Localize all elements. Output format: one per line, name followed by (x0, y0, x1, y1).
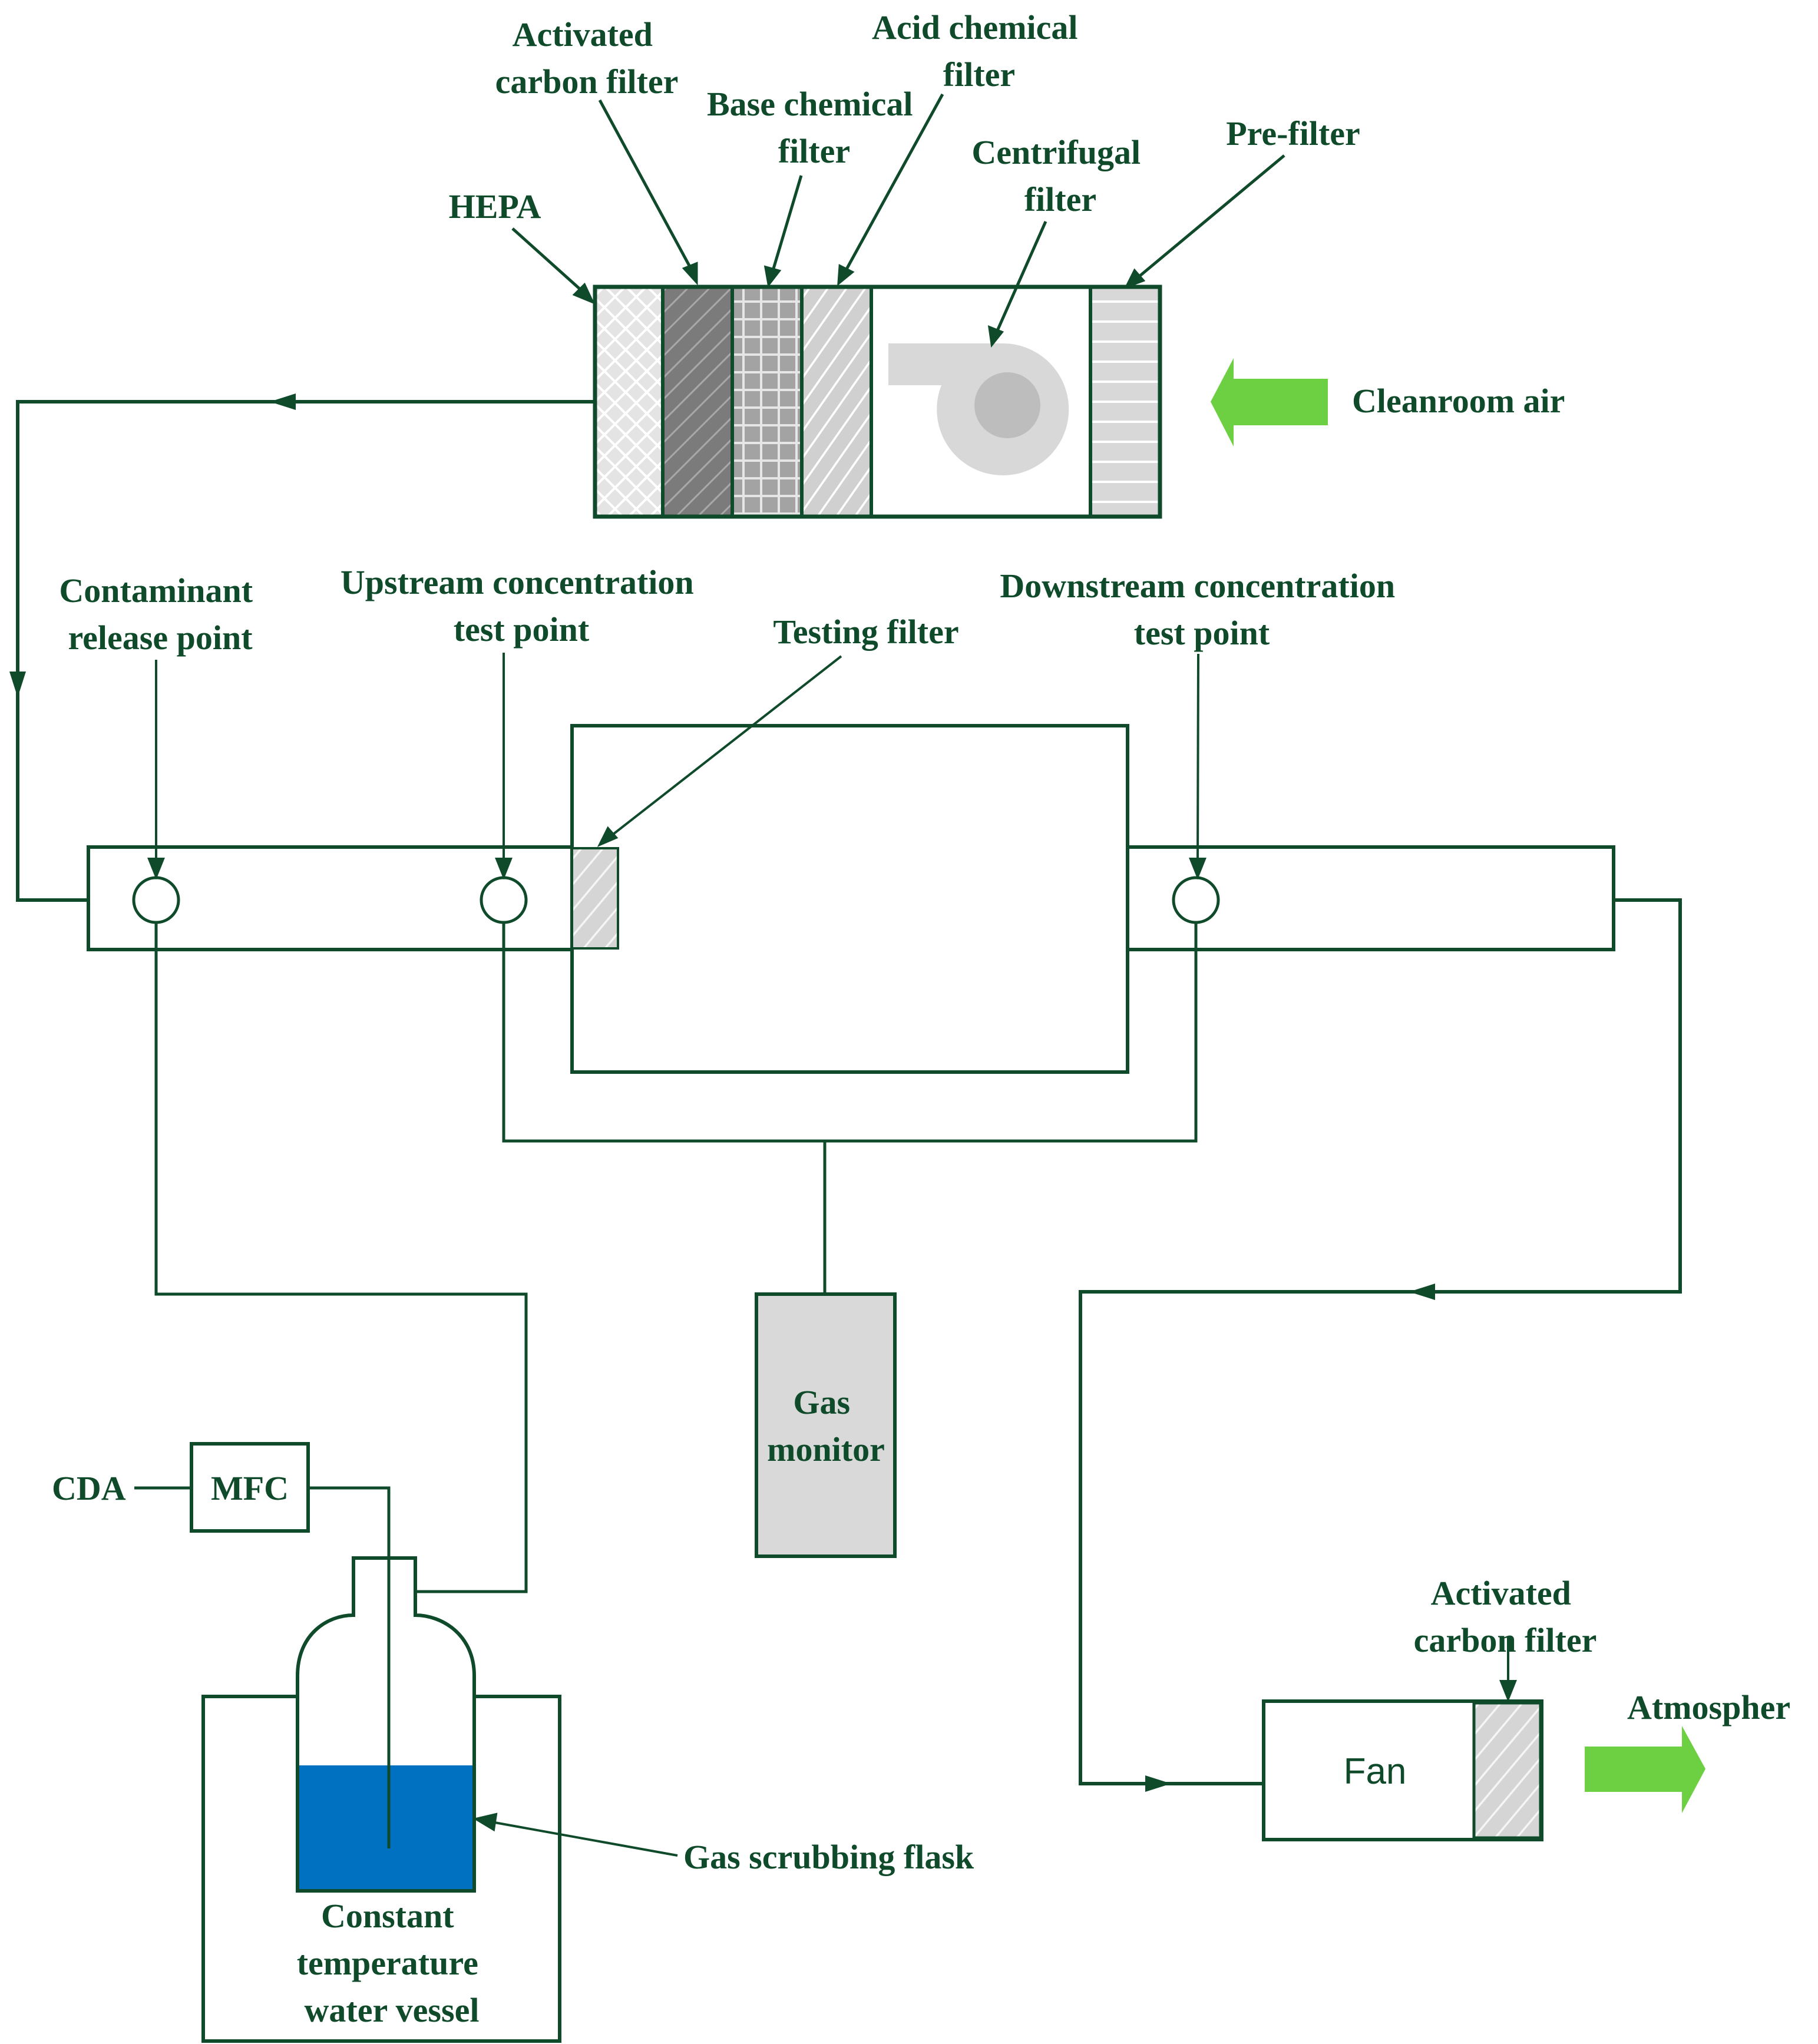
exhaust-carbon-pointer (1499, 1638, 1517, 1702)
contaminant-supply-line (154, 922, 528, 1593)
activated-carbon-filter-layer (661, 285, 734, 518)
upstream-test-point (480, 876, 528, 924)
hepa-label: HEPA (449, 187, 541, 226)
testing-filter-label: Testing filter (773, 613, 958, 651)
return-duct-line (16, 400, 595, 902)
mfc-box (190, 1442, 310, 1533)
acid-chemical-filter-layer (800, 285, 873, 518)
downstream-test-point (1172, 876, 1220, 924)
contaminant-release-point (132, 876, 180, 924)
testing-filter (571, 847, 619, 950)
upstream-test-label: Upstream concentration test point (341, 563, 702, 649)
gas-scrubbing-pointer (472, 1813, 678, 1857)
atmosphere-arrow (1585, 1726, 1705, 1813)
air-purification-unit (593, 285, 1162, 519)
cleanroom-air-label: Cleanroom air (1352, 382, 1565, 420)
base-chemical-filter-layer (730, 285, 804, 518)
activated-carbon-label-bottom: Activated carbon filter (1414, 1574, 1597, 1659)
flow-arrow-exhaust-bottom (1145, 1775, 1171, 1792)
cda-label: CDA (52, 1469, 126, 1507)
exhaust-duct-line (1079, 898, 1682, 1785)
base-chemical-label: Base chemical filter (707, 85, 921, 170)
sampling-lines (502, 922, 1198, 1294)
acid-chemical-label: Acid chemical filter (872, 8, 1086, 94)
gas-monitor (755, 1292, 897, 1558)
flow-arrow-left-top (270, 393, 296, 410)
cleanroom-air-arrow (1211, 358, 1328, 446)
pre-filter-layer (1089, 285, 1162, 518)
atmosphere-label: Atmospher (1627, 1688, 1790, 1727)
downstream-test-label: Downstream concentration test point (1000, 567, 1403, 652)
exhaust-activated-carbon-filter (1472, 1701, 1542, 1840)
activated-carbon-label-top: Activated carbon filter (495, 15, 679, 101)
hepa-filter-layer (593, 285, 665, 518)
flow-arrow-left-down (9, 672, 26, 697)
flow-arrow-exhaust-top (1409, 1284, 1435, 1300)
constant-vessel-label: Constant temperature water vessel (297, 1897, 487, 2029)
duct-label-pointers (147, 653, 1207, 880)
pre-filter-label: Pre-filter (1226, 114, 1360, 153)
test-chamber (570, 724, 1129, 1074)
centrifugal-fan-icon (888, 343, 1069, 475)
centrifugal-label: Centrifugal filter (971, 133, 1149, 219)
mfc-label: MFC (211, 1469, 289, 1507)
fan-label: Fan (1344, 1751, 1407, 1792)
scrubbing-water (299, 1765, 472, 1889)
gas-scrubbing-label: Gas scrubbing flask (683, 1838, 974, 1876)
top-label-pointers (511, 93, 1285, 348)
contaminant-release-label: Contaminant release point (59, 571, 261, 657)
gas-monitor-label: Gas monitor (767, 1383, 885, 1468)
